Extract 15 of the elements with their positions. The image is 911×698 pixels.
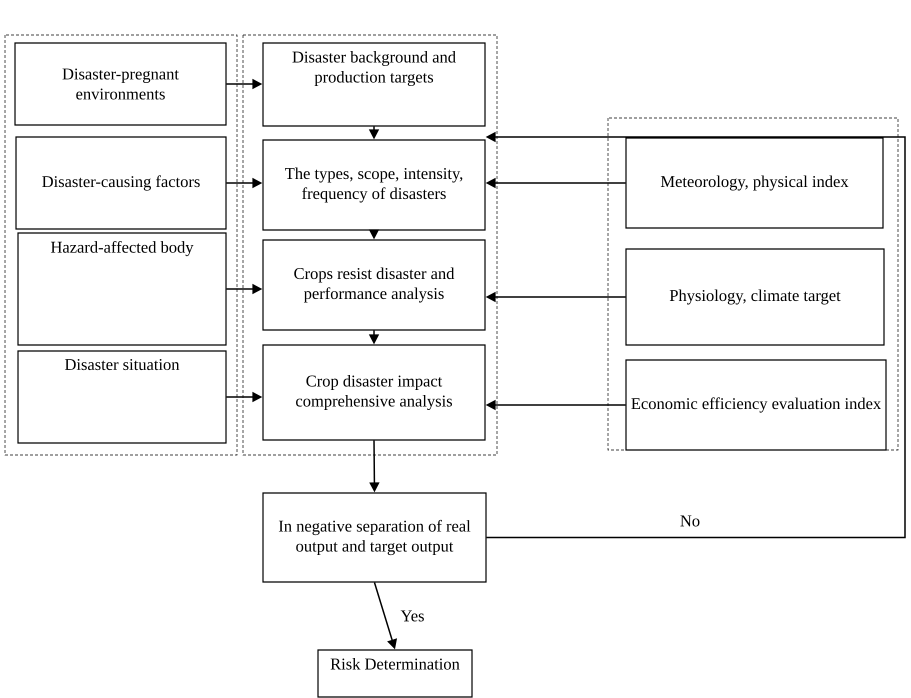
- process-box: Crop disaster impact comprehensive analysis: [262, 344, 486, 441]
- edge-label: No: [680, 516, 700, 526]
- edge-label: Yes: [400, 610, 424, 622]
- process-box: Economic efficiency evaluation index: [625, 359, 887, 451]
- process-box: In negative separation of real output and target output: [262, 492, 487, 583]
- process-box: Crops resist disaster and performance analysis: [262, 239, 486, 331]
- process-box: Disaster-causing factors: [15, 136, 227, 230]
- process-box: Hazard-affected body: [17, 232, 227, 346]
- process-box: Physiology, climate target: [625, 248, 885, 346]
- process-box: Disaster background and production targets: [262, 42, 486, 127]
- process-box: Risk Determination: [317, 649, 473, 698]
- process-box: Disaster situation: [17, 350, 227, 444]
- process-box: Meteorology, physical index: [625, 137, 884, 229]
- process-box: The types, scope, intensity, frequency of disasters: [262, 139, 486, 231]
- process-box: Disaster-pregnant environments: [14, 42, 227, 126]
